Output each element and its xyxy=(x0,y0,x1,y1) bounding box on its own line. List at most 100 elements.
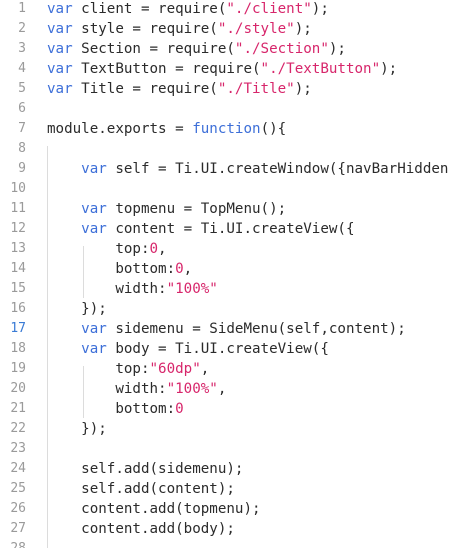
line-number: 5 xyxy=(18,81,26,96)
line-code: width:"100%", xyxy=(47,379,226,399)
code-token: TextButton = require( xyxy=(72,61,261,77)
code-token: self = Ti.UI.createWindow({navBarHidden xyxy=(106,161,449,177)
code-line[interactable]: 4 var TextButton = require("./TextButton"… xyxy=(0,59,459,79)
code-line[interactable]: 18 var body = Ti.UI.createView({ xyxy=(0,339,459,359)
line-code: }); xyxy=(47,299,107,319)
line-number: 2 xyxy=(18,21,26,36)
literal-token: "100%" xyxy=(166,381,218,397)
line-number: 10 xyxy=(10,181,26,196)
keyword-token: var xyxy=(47,81,73,97)
line-code: var body = Ti.UI.createView({ xyxy=(47,339,329,359)
literal-token: "./client" xyxy=(226,1,312,17)
code-line[interactable]: 13 top:0, xyxy=(0,239,459,259)
code-token: , xyxy=(217,381,227,397)
line-number: 9 xyxy=(18,161,26,176)
line-code: module.exports = function(){ xyxy=(47,119,286,139)
code-token xyxy=(47,201,81,217)
line-code: width:"100%" xyxy=(47,279,218,299)
line-code: var TextButton = require("./TextButton")… xyxy=(47,59,397,79)
code-line[interactable]: 28 xyxy=(0,539,459,548)
literal-token: "60dp" xyxy=(149,361,201,377)
code-line[interactable]: 11 var topmenu = TopMenu(); xyxy=(0,199,459,219)
line-code: var topmenu = TopMenu(); xyxy=(47,199,286,219)
keyword-token: var xyxy=(81,321,107,337)
code-token: Title = require( xyxy=(72,81,218,97)
code-line[interactable]: 20 width:"100%", xyxy=(0,379,459,399)
keyword-token: var xyxy=(81,221,107,237)
code-token xyxy=(47,161,81,177)
code-line[interactable]: 6 xyxy=(0,99,459,119)
literal-token: "./Section" xyxy=(234,41,329,57)
code-line[interactable]: 25 self.add(content); xyxy=(0,479,459,499)
code-token: ); xyxy=(328,41,346,57)
line-number: 25 xyxy=(10,481,26,496)
keyword-token: var xyxy=(81,201,107,217)
line-code: content.add(topmenu); xyxy=(47,499,261,519)
line-code: var client = require("./client"); xyxy=(47,0,329,19)
code-line[interactable]: 12 var content = Ti.UI.createView({ xyxy=(0,219,459,239)
literal-token: "100%" xyxy=(166,281,218,297)
line-number: 4 xyxy=(18,61,26,76)
code-token: ); xyxy=(380,61,398,77)
code-token: self.add(content); xyxy=(47,481,235,497)
code-line[interactable]: 21 bottom:0 xyxy=(0,399,459,419)
code-line[interactable]: 8 xyxy=(0,139,459,159)
code-line[interactable]: 19 top:"60dp", xyxy=(0,359,459,379)
code-line[interactable]: 16 }); xyxy=(0,299,459,319)
code-token: body = Ti.UI.createView({ xyxy=(106,341,329,357)
code-line[interactable]: 24 self.add(sidemenu); xyxy=(0,459,459,479)
literal-token: 0 xyxy=(149,241,159,257)
line-number: 20 xyxy=(10,381,26,396)
literal-token: 0 xyxy=(175,401,184,417)
line-number: 24 xyxy=(10,461,26,476)
code-line[interactable]: 10 xyxy=(0,179,459,199)
line-code: content.add(body); xyxy=(47,519,235,539)
code-token: }); xyxy=(47,421,107,437)
code-token: , xyxy=(183,261,193,277)
keyword-token: var xyxy=(47,21,73,37)
code-line[interactable]: 14 bottom:0, xyxy=(0,259,459,279)
line-number: 23 xyxy=(10,441,26,456)
code-token: Section = require( xyxy=(72,41,235,57)
code-token: bottom: xyxy=(47,261,176,277)
keyword-token: function xyxy=(192,121,261,137)
code-line[interactable]: 1 var client = require("./client"); xyxy=(0,0,459,19)
line-code: var self = Ti.UI.createWindow({navBarHid… xyxy=(47,159,448,179)
line-code: var content = Ti.UI.createView({ xyxy=(47,219,355,239)
line-number: 6 xyxy=(18,101,26,116)
line-code: var Section = require("./Section"); xyxy=(47,39,346,59)
line-number: 22 xyxy=(10,421,26,436)
line-number: 11 xyxy=(10,201,26,216)
code-line[interactable]: 15 width:"100%" xyxy=(0,279,459,299)
line-code: bottom:0 xyxy=(47,399,184,419)
line-number: 14 xyxy=(10,261,26,276)
indent-guide-body-view xyxy=(83,366,84,418)
line-code: var sidemenu = SideMenu(self,content); xyxy=(47,319,406,339)
line-number: 19 xyxy=(10,361,26,376)
code-token: style = require( xyxy=(72,21,218,37)
code-token: ); xyxy=(311,1,329,17)
code-line[interactable]: 26 content.add(topmenu); xyxy=(0,499,459,519)
line-number: 28 xyxy=(0,539,26,548)
line-number: 1 xyxy=(18,1,26,16)
line-number: 13 xyxy=(10,241,26,256)
code-token: bottom: xyxy=(47,401,176,417)
literal-token: 0 xyxy=(175,261,184,277)
code-line[interactable]: 2 var style = require("./style"); xyxy=(0,19,459,39)
code-token: , xyxy=(158,241,167,257)
code-line[interactable]: 22 }); xyxy=(0,419,459,439)
code-line[interactable]: 9 var self = Ti.UI.createWindow({navBarH… xyxy=(0,159,459,179)
code-line[interactable]: 27 content.add(body); xyxy=(0,519,459,539)
line-code: var style = require("./style"); xyxy=(47,19,312,39)
code-token xyxy=(47,321,81,337)
line-number: 8 xyxy=(18,141,26,156)
code-line[interactable]: 17 var sidemenu = SideMenu(self,content)… xyxy=(0,319,459,339)
line-number: 21 xyxy=(10,401,26,416)
code-line[interactable]: 23 xyxy=(0,439,459,459)
code-token: content.add(topmenu); xyxy=(47,501,261,517)
code-token: content = Ti.UI.createView({ xyxy=(106,221,355,237)
